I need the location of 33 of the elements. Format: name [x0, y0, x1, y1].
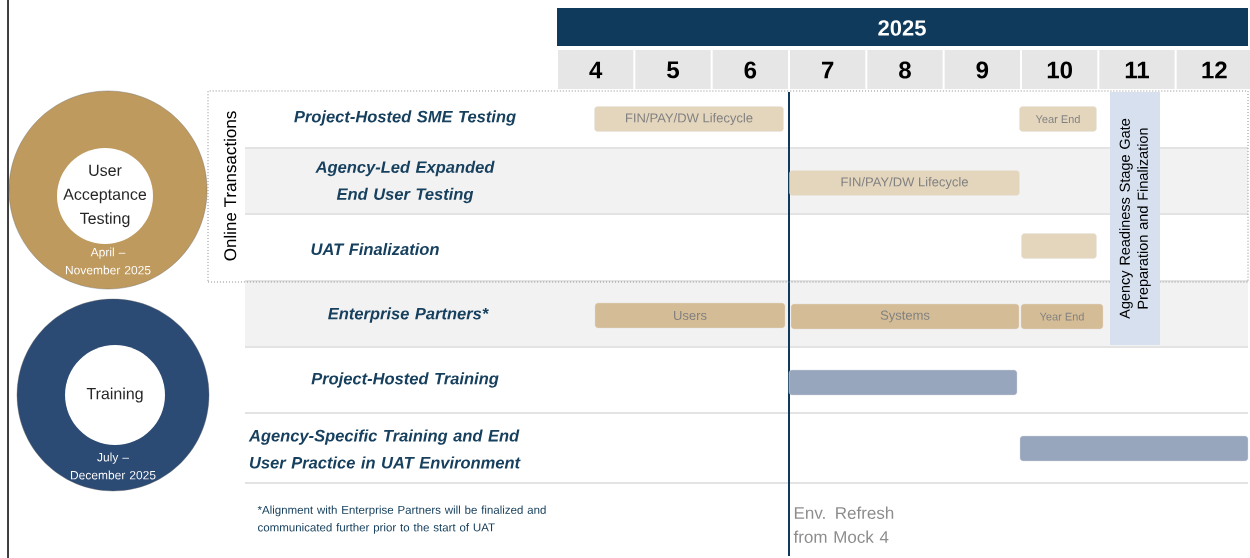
timeline-bar: FIN/PAY/DW Lifecycle	[594, 106, 784, 132]
month-cell: 7	[790, 50, 866, 89]
timeline-bar: FIN/PAY/DW Lifecycle	[789, 170, 1020, 196]
ring-title: Training	[86, 387, 143, 403]
year-header: 2025	[557, 8, 1248, 46]
month-cell: 5	[635, 50, 711, 89]
month-cell: 9	[944, 50, 1020, 89]
month-cell: 12	[1176, 50, 1250, 89]
timeline-bar: Year End	[1019, 106, 1097, 132]
month-cell: 10	[1022, 50, 1098, 89]
milestone-label: Env. Refresh from Mock 4	[793, 506, 894, 543]
timeline-bar: Users	[594, 302, 786, 329]
row-label: Project-Hosted SME Testing	[294, 110, 516, 126]
date-range: July – December 2025	[70, 452, 156, 480]
row-label: Agency-Specific Training and End User Practice in UAT Environment	[248, 429, 521, 469]
timeline-bar	[1021, 233, 1097, 259]
month-cell: 11	[1099, 50, 1175, 89]
ring-title: User Acceptance Testing	[63, 164, 147, 228]
timeline-bar: Systems	[790, 303, 1020, 330]
timeline-bar: Year End	[1020, 303, 1104, 330]
month-cell: 6	[712, 50, 788, 89]
row-label: Agency-Led Expanded End User Testing	[315, 160, 495, 204]
month-cell: 4	[558, 50, 634, 89]
timeline-bar	[1019, 435, 1249, 462]
group-label: Online Transactions	[223, 111, 237, 261]
month-cell: 8	[867, 50, 943, 89]
milestone-band: Agency Readiness Stage Gate Preparation and Finalization	[1110, 92, 1160, 345]
timeline-bar	[788, 369, 1018, 396]
row-label: UAT Finalization	[311, 242, 439, 256]
row-label: Project-Hosted Training	[311, 372, 499, 388]
date-range: April – November 2025	[65, 247, 151, 275]
footnote: *Alignment with Enterprise Partners will be finalized and communicated further prior to the start of UAT	[257, 505, 546, 534]
row-label: Enterprise Partners*	[328, 307, 489, 323]
